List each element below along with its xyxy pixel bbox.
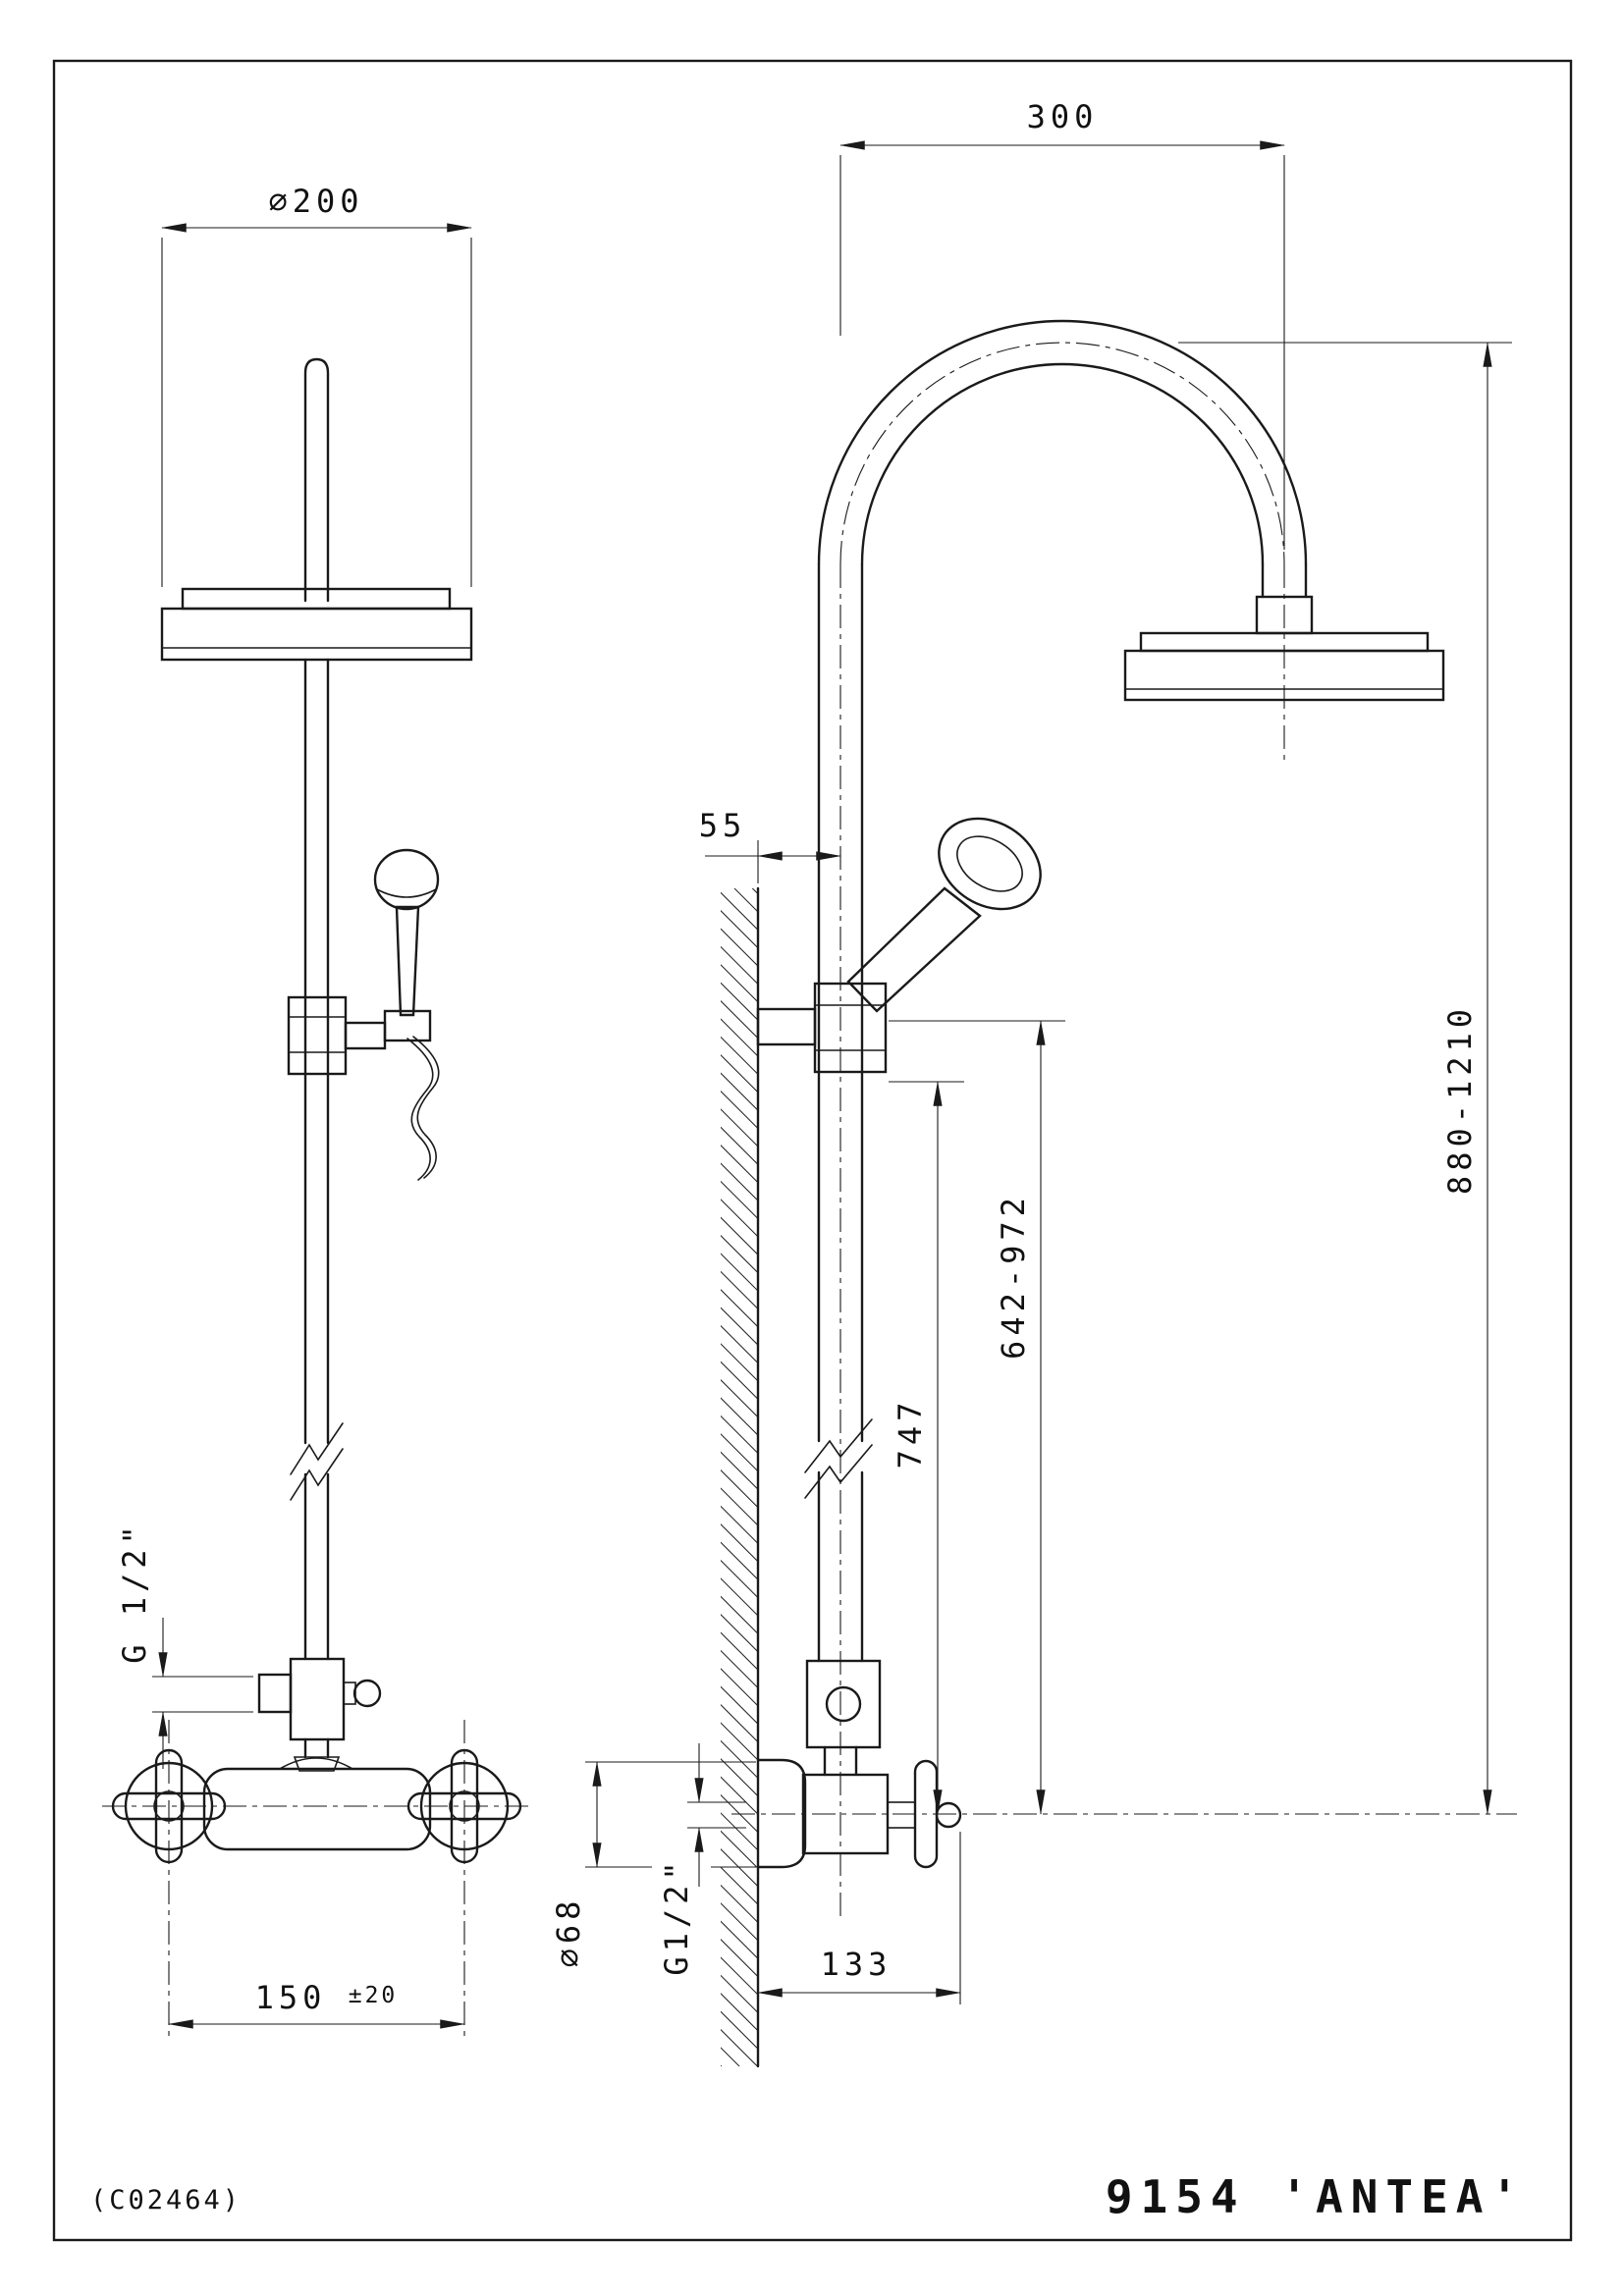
- side-view: 300 55: [550, 98, 1517, 2068]
- hand-shower-front: [373, 848, 440, 1017]
- dim-outlet-thread: G 1/2": [116, 1521, 253, 1769]
- dim-height-total: 880-1210: [1178, 342, 1512, 1815]
- dim-label-height-holder: 747: [892, 1398, 929, 1469]
- slider-bracket-side: [756, 982, 888, 1074]
- slider-bracket-front: [287, 995, 432, 1076]
- shower-head-front: [160, 587, 473, 662]
- dim-flange-diameter: ∅68: [550, 1761, 756, 1968]
- shower-head-side: [1123, 562, 1445, 761]
- dim-wall-offset: 55: [699, 807, 841, 883]
- border-frame: [52, 59, 1573, 2242]
- riser-top-front: [303, 357, 330, 603]
- wall-section: [721, 886, 760, 2068]
- diverter-front: [257, 1657, 382, 1772]
- dim-height-slider: 642-972: [889, 1020, 1065, 1815]
- mixer-front: [102, 1720, 531, 2038]
- front-view: ∅200: [102, 183, 531, 2038]
- dim-height-holder: 747: [889, 1081, 964, 1815]
- hand-shower-side: [846, 817, 1042, 1013]
- dim-label-reach: 300: [1027, 98, 1099, 135]
- dim-label-inlet-thread: G1/2": [658, 1856, 695, 1975]
- dim-label-flange-diameter: ∅68: [550, 1896, 587, 1968]
- dim-label-height-total: 880-1210: [1441, 1004, 1479, 1195]
- dim-label-head-diameter: ∅200: [268, 183, 363, 220]
- dim-label-centers-tolerance: ±20: [349, 1983, 399, 2008]
- riser-front: [290, 658, 344, 1661]
- drawing-code: (C02464): [90, 2185, 242, 2216]
- product-title: 9154 'ANTEA': [1106, 2170, 1526, 2223]
- pipe-break-front: [290, 1422, 344, 1475]
- dim-centers: 150 ±20: [168, 1979, 465, 2029]
- dim-inlet-thread: G1/2": [658, 1743, 746, 1976]
- pipe-break-side: [804, 1418, 873, 1473]
- dim-label-centers: 150: [255, 1979, 327, 2016]
- shower-arm-side: [817, 319, 1308, 566]
- dim-reach: 300: [839, 98, 1285, 550]
- riser-side: [804, 562, 873, 1919]
- dim-label-depth: 133: [821, 1946, 893, 1983]
- dim-label-outlet-thread: G 1/2": [116, 1521, 153, 1664]
- dim-label-height-slider: 642-972: [995, 1193, 1032, 1360]
- dim-depth: 133: [757, 1832, 961, 2004]
- mixer-side: [756, 1758, 962, 1869]
- shower-hose-front: [406, 1036, 440, 1181]
- diverter-side: [805, 1659, 882, 1777]
- dim-label-wall-offset: 55: [699, 807, 747, 844]
- dim-head-diameter: ∅200: [161, 183, 472, 587]
